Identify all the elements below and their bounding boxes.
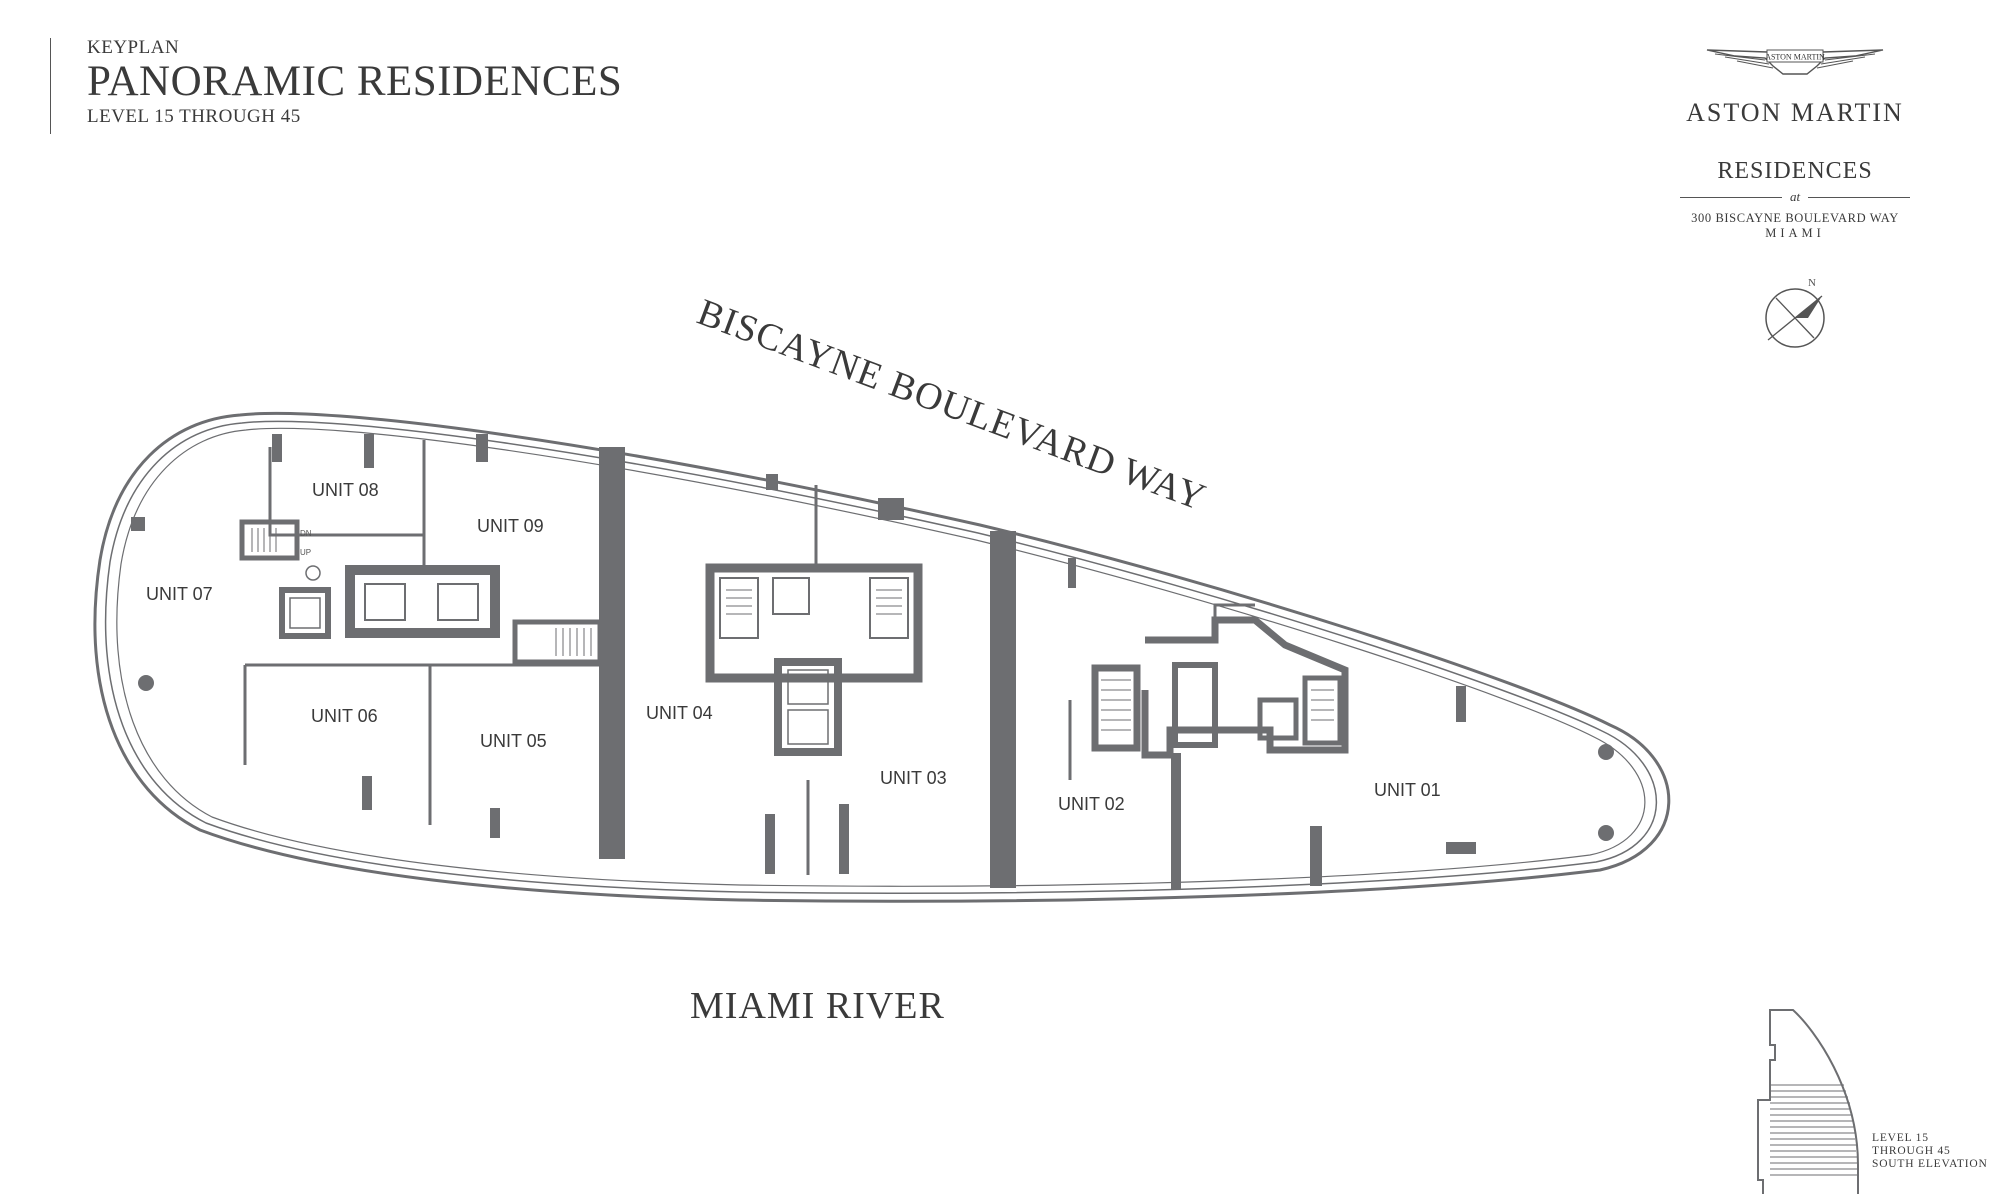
compass-icon: N — [1765, 277, 1825, 348]
river-label: MIAMI RIVER — [690, 985, 945, 1027]
unit-01-label: UNIT 01 — [1374, 780, 1441, 800]
brand-name: ASTON MARTIN — [1686, 98, 1904, 127]
unit-03-label: UNIT 03 — [880, 768, 947, 788]
plan-header: KEYPLAN PANORAMIC RESIDENCES LEVEL 15 TH… — [50, 38, 622, 134]
elevation-line-1: LEVEL 15 — [1872, 1132, 1929, 1144]
unit-05-label: UNIT 05 — [480, 731, 547, 751]
brand-block: ASTON MARTIN ASTON MARTIN RESIDENCES at … — [1680, 44, 1910, 241]
core-right — [1091, 616, 1349, 759]
building-outline — [93, 411, 1671, 903]
unit-09-label: UNIT 09 — [477, 516, 544, 536]
elevation-line-3: SOUTH ELEVATION — [1872, 1158, 1988, 1170]
structural-walls — [131, 434, 1476, 889]
south-elevation-icon — [1757, 1009, 1859, 1194]
logo-badge-text: ASTON MARTIN — [1765, 53, 1825, 62]
stair-down-label: DN — [300, 529, 312, 538]
unit-02-label: UNIT 02 — [1058, 794, 1125, 814]
unit-08-label: UNIT 08 — [312, 480, 379, 500]
columns — [138, 675, 1614, 841]
page-title: PANORAMIC RESIDENCES — [87, 58, 623, 105]
unit-labels: UNIT 08 UNIT 09 UNIT 07 UNIT 06 UNIT 05 … — [146, 480, 1441, 814]
core-left: DN UP — [239, 519, 603, 665]
brand-residences: RESIDENCES — [1717, 158, 1873, 184]
aston-martin-wings-logo: ASTON MARTIN — [1706, 49, 1884, 75]
elevation-line-2: THROUGH 45 — [1872, 1145, 1951, 1157]
brand-at-divider: at — [1680, 189, 1910, 205]
unit-04-label: UNIT 04 — [646, 703, 713, 723]
brand-address: 300 BISCAYNE BOULEVARD WAY — [1691, 211, 1899, 225]
keyplan-kicker: KEYPLAN — [87, 37, 180, 58]
stair-up-label: UP — [300, 548, 311, 557]
unit-07-label: UNIT 07 — [146, 584, 213, 604]
level-range: LEVEL 15 THROUGH 45 — [87, 106, 301, 127]
brand-city: MIAMI — [1765, 226, 1825, 240]
unit-06-label: UNIT 06 — [311, 706, 378, 726]
brand-at: at — [1789, 189, 1801, 204]
elevation-caption: LEVEL 15 THROUGH 45 SOUTH ELEVATION — [1872, 1132, 1988, 1171]
north-label: N — [1808, 277, 1816, 289]
core-center — [705, 563, 923, 756]
